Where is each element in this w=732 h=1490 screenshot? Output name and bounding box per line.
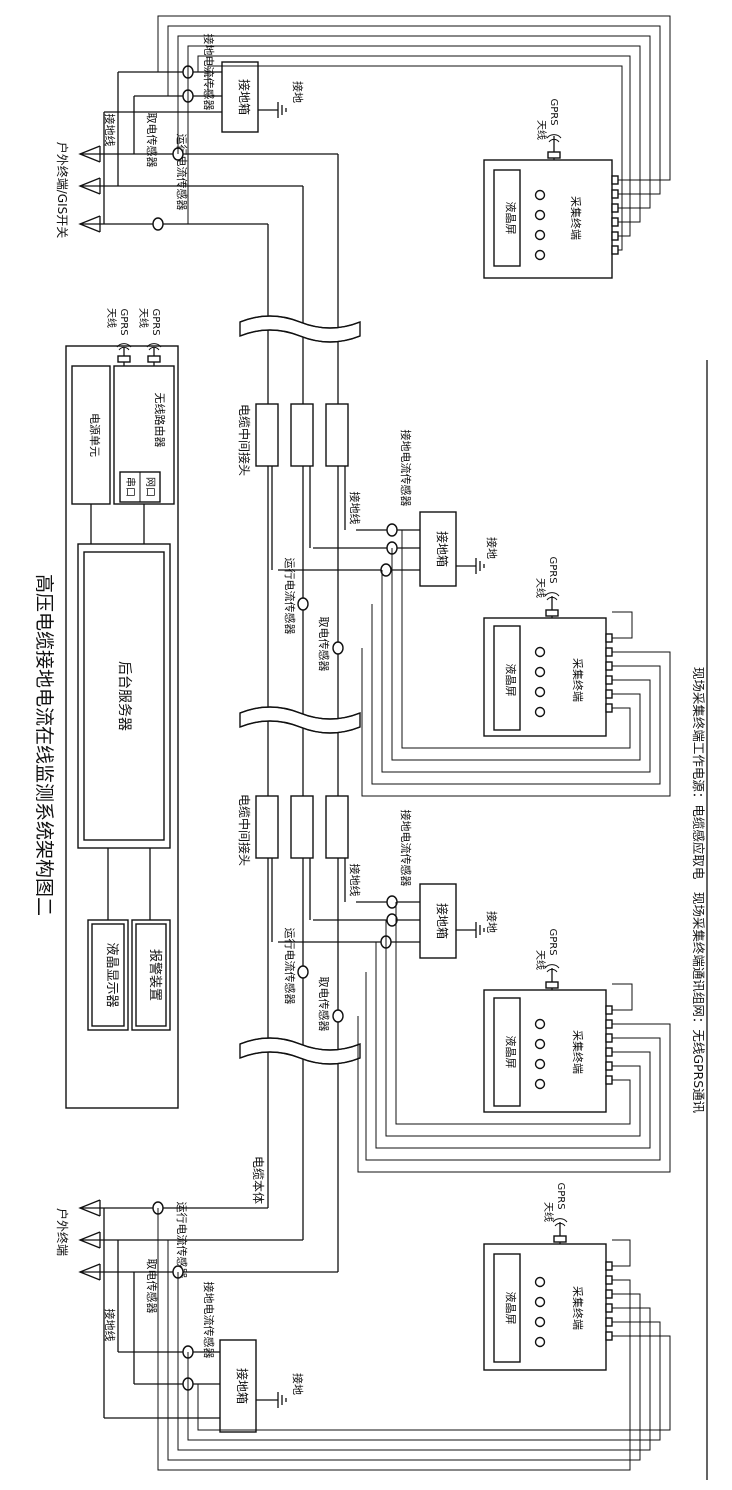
joint1-ground-label: 接地 bbox=[485, 537, 498, 559]
power-unit-box bbox=[71, 365, 111, 505]
joint1-grounding-box bbox=[419, 511, 457, 587]
router-antenna-label: 天线 bbox=[137, 308, 150, 328]
sensor-ring-icon bbox=[297, 895, 398, 1023]
router-antenna-label: 天线 bbox=[105, 308, 118, 328]
joint1-grounding-wire-label: 接地线 bbox=[348, 492, 362, 525]
terminal2-name-label: 采集终端 bbox=[571, 658, 585, 702]
top-power-sensor-label: 取电传感器 bbox=[145, 113, 158, 168]
terminal3-antenna-label: 天线 bbox=[534, 950, 547, 970]
power-unit-label: 电源单元 bbox=[88, 413, 102, 457]
joint1-power-sensor-label: 取电传感器 bbox=[317, 617, 330, 672]
footnote: 现场采集终端工作电源：电缆感应取电 现场采集终端通讯组网：无线GPRS通讯 bbox=[691, 667, 706, 1114]
top-grounding-wire-label: 接地线 bbox=[103, 114, 117, 147]
terminal1-name-label: 采集终端 bbox=[569, 196, 583, 240]
top-grounding-sensor-label: 接地电流传感器 bbox=[202, 34, 216, 111]
alarm-device-label: 报警装置 bbox=[147, 949, 163, 1001]
joint2-ground-label: 接地 bbox=[485, 911, 498, 933]
collection-terminal-1 bbox=[483, 134, 619, 279]
top-outdoor-terminals bbox=[78, 145, 338, 233]
bottom-ground-label: 接地 bbox=[291, 1373, 304, 1395]
joint2-power-sensor-label: 取电传感器 bbox=[317, 977, 330, 1032]
collection-terminal-4 bbox=[483, 1218, 613, 1371]
terminal2-wires bbox=[361, 530, 671, 797]
backend-server-inner bbox=[83, 551, 165, 841]
diagram-title: 高压电缆接地电流在线监测系统架构图二 bbox=[33, 574, 55, 916]
terminal2-gprs-label: GPRS bbox=[547, 556, 558, 583]
terminal3-lcd-label: 液晶屏 bbox=[504, 1036, 518, 1069]
router-antenna-icon bbox=[116, 343, 132, 366]
bottom-power-sensor-label: 取电传感器 bbox=[145, 1259, 158, 1314]
ground-icon bbox=[456, 558, 485, 574]
serial-port-label: 串口 bbox=[124, 477, 136, 497]
router-antenna-icon bbox=[146, 343, 162, 366]
top-grounding-box bbox=[221, 61, 259, 133]
bottom-grounding-sensor-label: 接地电流传感器 bbox=[202, 1282, 216, 1359]
cable-joint-1 bbox=[255, 403, 420, 571]
top-terminal-label: 户外终端/GIS开关 bbox=[55, 142, 70, 239]
joint1-label: 电缆中间接头 bbox=[237, 404, 252, 476]
bottom-grounding-wiring bbox=[103, 1208, 220, 1419]
joint2-running-sensor-label: 运行电流传感器 bbox=[283, 928, 297, 1005]
bottom-grounding-wire-label: 接地线 bbox=[103, 1309, 117, 1342]
router-gprs-label: GPRS bbox=[150, 308, 161, 335]
router-gprs-label: GPRS bbox=[118, 308, 129, 335]
wireless-router-label: 无线路由器 bbox=[153, 393, 167, 448]
top-ground-label: 接地 bbox=[291, 81, 304, 103]
bottom-running-sensor-label: 运行电流传感器 bbox=[175, 1202, 189, 1279]
joint2-grounding-box-label: 接地箱 bbox=[435, 903, 450, 939]
cable-joint-2 bbox=[255, 795, 420, 943]
top-running-sensor-label: 运行电流传感器 bbox=[175, 134, 189, 211]
terminal4-gprs-label: GPRS bbox=[555, 1182, 566, 1209]
joint1-grounding-box-label: 接地箱 bbox=[435, 531, 450, 567]
terminal4-wires bbox=[157, 1208, 671, 1471]
network-port-label: 网口 bbox=[144, 477, 156, 497]
cable-body-label: 电缆本体 bbox=[251, 1156, 265, 1204]
collection-terminal-2 bbox=[483, 592, 613, 737]
bottom-grounding-box bbox=[219, 1339, 257, 1433]
joint1-grounding-sensor-label: 接地电流传感器 bbox=[399, 430, 413, 507]
backend-server-label: 后台服务器 bbox=[116, 661, 132, 731]
terminal3-wires bbox=[357, 902, 671, 1173]
ground-icon bbox=[258, 102, 287, 118]
collection-terminal-3 bbox=[483, 964, 613, 1113]
joint2-grounding-sensor-label: 接地电流传感器 bbox=[399, 810, 413, 887]
terminal1-wires bbox=[157, 15, 671, 251]
cable-phases bbox=[239, 154, 361, 1208]
joint2-grounding-box bbox=[419, 883, 457, 959]
joint2-grounding-wire-label: 接地线 bbox=[348, 864, 362, 897]
terminal4-lcd-label: 液晶屏 bbox=[504, 1292, 518, 1325]
terminal2-lcd-label: 液晶屏 bbox=[504, 664, 518, 697]
sensor-ring-icon bbox=[297, 523, 398, 655]
bottom-outdoor-terminals bbox=[78, 1172, 339, 1281]
top-grounding-box-label: 接地箱 bbox=[237, 79, 252, 115]
terminal2-antenna-label: 天线 bbox=[534, 578, 547, 598]
terminal1-lcd-label: 液晶屏 bbox=[504, 202, 518, 235]
terminal3-gprs-label: GPRS bbox=[547, 928, 558, 955]
bottom-grounding-box-label: 接地箱 bbox=[235, 1368, 250, 1404]
terminal4-name-label: 采集终端 bbox=[571, 1286, 585, 1330]
terminal1-gprs-label: GPRS bbox=[548, 98, 559, 125]
lcd-display-label: 液晶显示器 bbox=[104, 942, 119, 1007]
terminal4-antenna-label: 天线 bbox=[542, 1202, 555, 1222]
terminal3-name-label: 采集终端 bbox=[571, 1030, 585, 1074]
ground-icon bbox=[256, 1392, 287, 1408]
ground-icon bbox=[456, 922, 485, 938]
joint1-running-sensor-label: 运行电流传感器 bbox=[283, 558, 297, 635]
joint2-label: 电缆中间接头 bbox=[237, 794, 252, 866]
bottom-terminal-label: 户外终端 bbox=[55, 1208, 70, 1256]
terminal1-antenna-label: 天线 bbox=[535, 120, 548, 140]
